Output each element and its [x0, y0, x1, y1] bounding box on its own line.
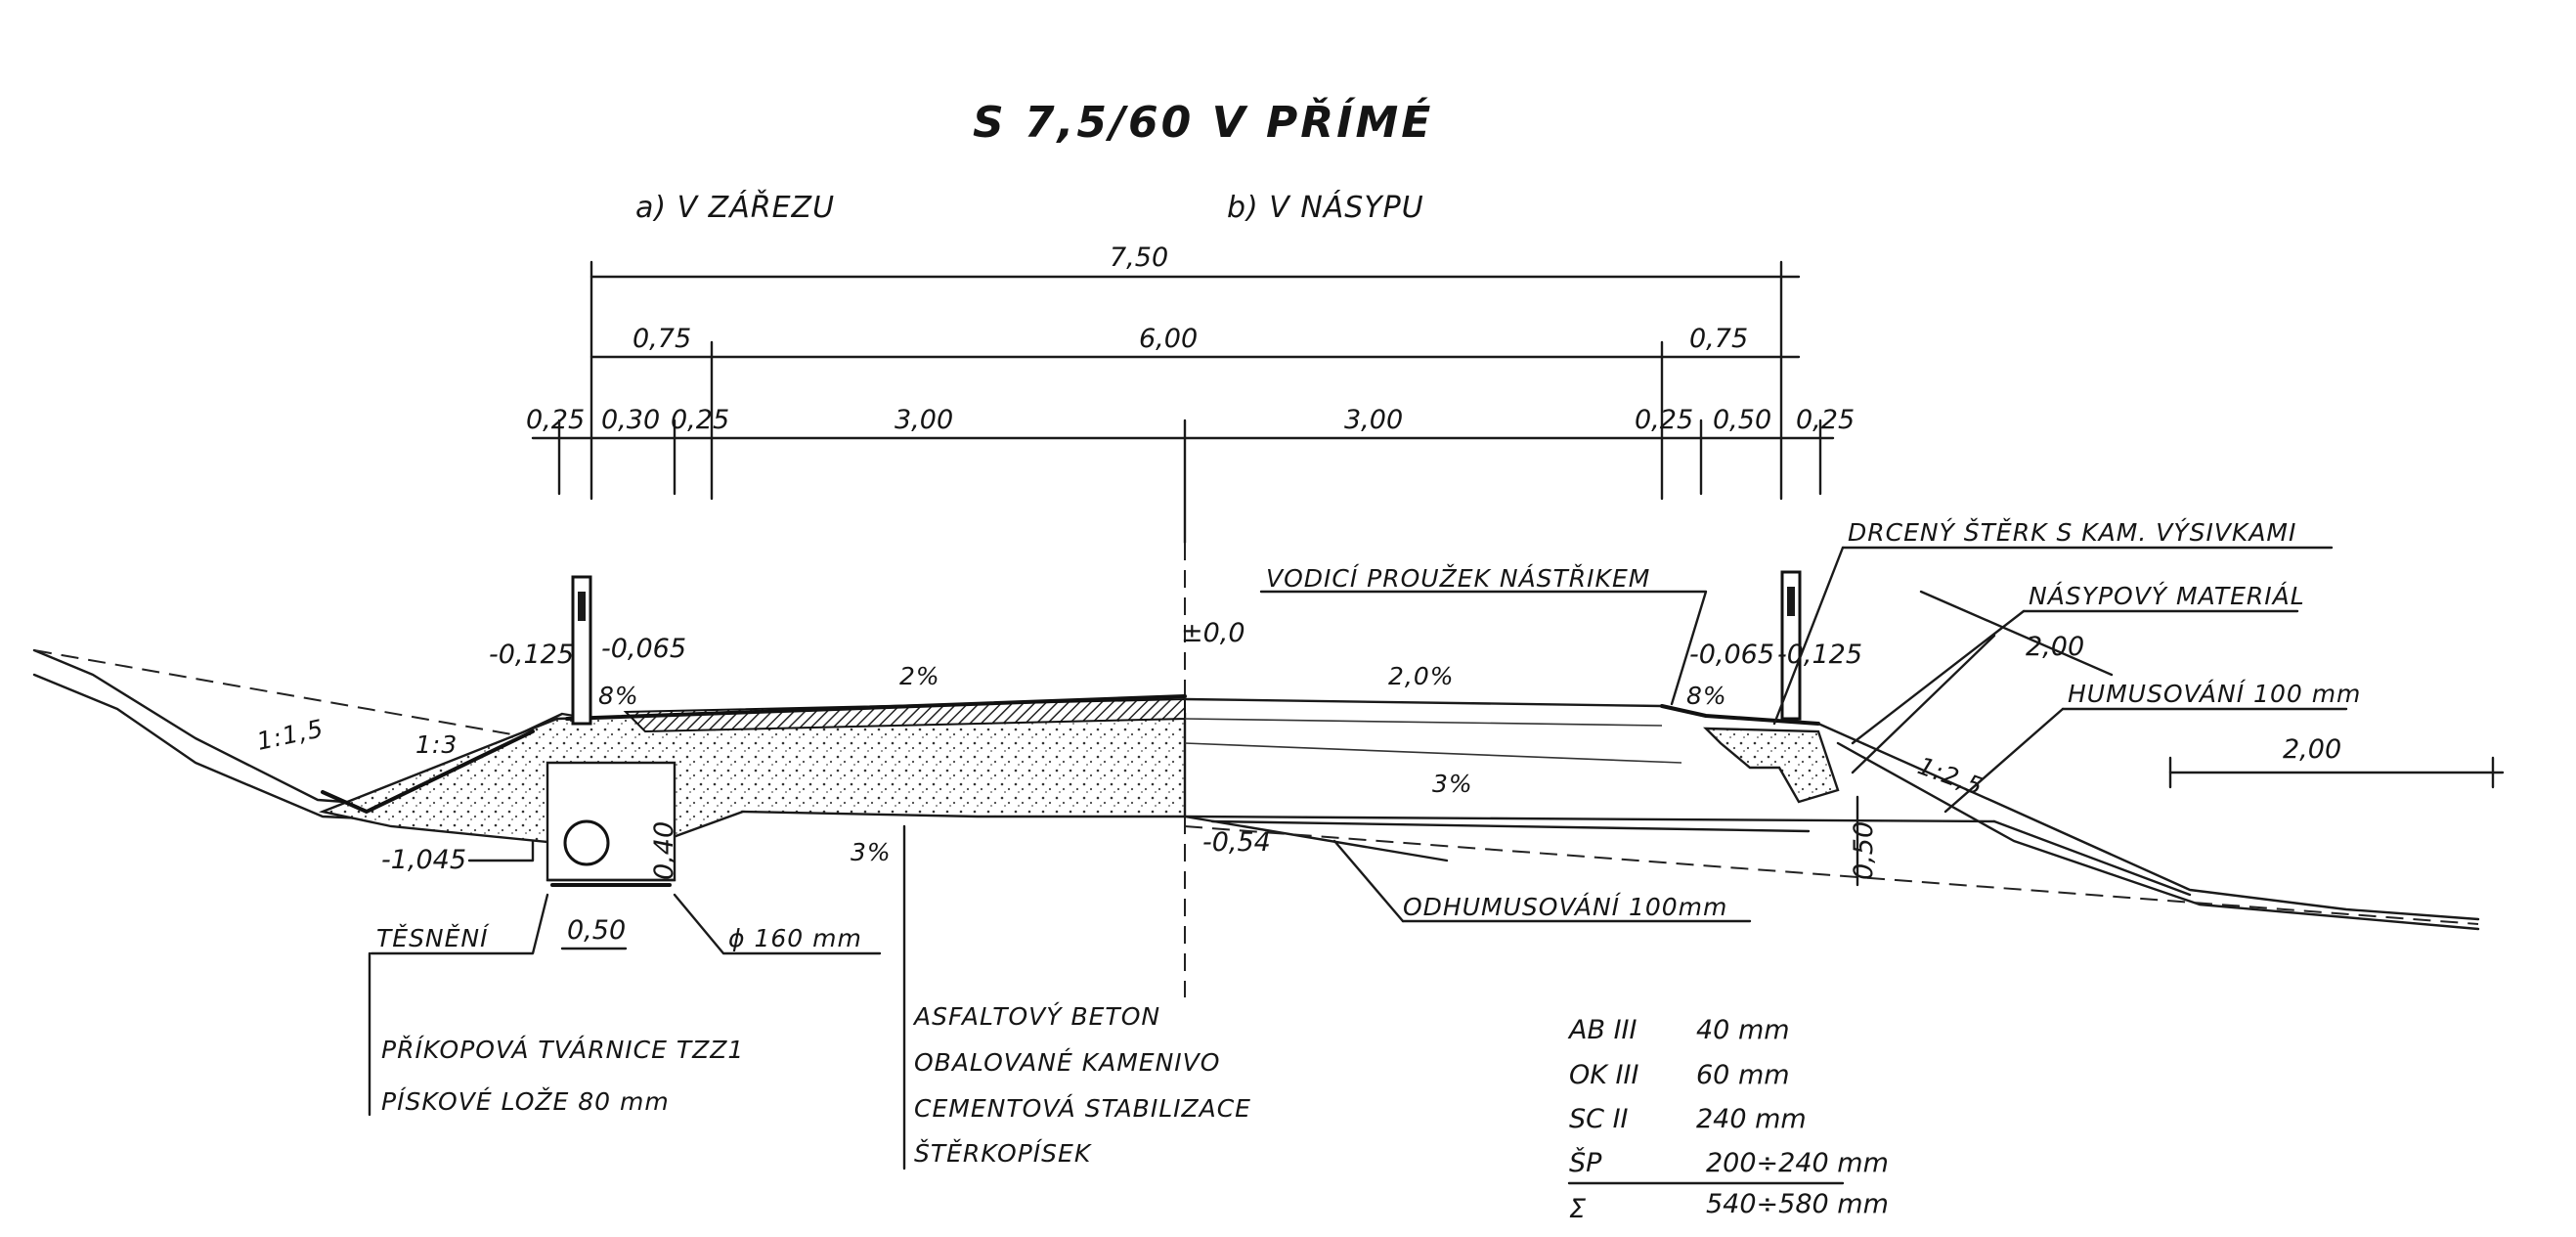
dim-lane-right: 3,00	[1344, 405, 1403, 435]
subtitle-fill: b) V NÁSYPU	[1227, 190, 1424, 225]
level-right-edge: -0,125	[1777, 640, 1862, 670]
label-fill-material: NÁSYPOVÝ MATERIÁL	[2029, 582, 2305, 610]
dim-d2: 0,30	[601, 405, 660, 435]
delineator-right	[1780, 570, 1802, 721]
dim-d3: 0,25	[671, 405, 729, 435]
dim-d5: 0,50	[1713, 405, 1771, 435]
dimension-chains: 7,50 0,75 6,00 0,75 0,25 0,30 0,25 3,00 …	[526, 243, 1855, 997]
level-left-edge: -0,125	[489, 640, 574, 670]
label-topsoil: HUMUSOVÁNÍ 100 mm	[2068, 680, 2361, 708]
level-right-shoulder: -0,065	[1689, 640, 1774, 670]
slope-carriageway-right: 2,0%	[1388, 662, 1455, 690]
dim-lane-left: 3,00	[895, 405, 953, 435]
layer-thick-sum: 540÷580 mm	[1706, 1189, 1889, 1219]
cut-section: 1:1,5 1:3 8% 2% 3% -0,125 -0,065 -1,045 …	[32, 575, 1251, 1171]
label-pipe: ϕ 160 mm	[728, 924, 862, 952]
label-sand-bed: PÍSKOVÉ LOŽE 80 mm	[381, 1087, 670, 1116]
slope-carriageway-left: 2%	[899, 662, 940, 690]
dim-total: 7,50	[1110, 243, 1168, 273]
slope-ditch: 1:1,5	[254, 714, 327, 756]
slope-cut: 1:3	[415, 730, 458, 759]
slope-fill: 1:2,5	[1914, 751, 1987, 801]
label-sealing: TĚSNĚNÍ	[376, 924, 490, 952]
label-layer-cement: CEMENTOVÁ STABILIZACE	[914, 1094, 1251, 1123]
dim-berm: 2,00	[2283, 734, 2341, 765]
slope-subgrade-left: 3%	[851, 838, 892, 866]
dim-right-shoulder: 0,75	[1689, 324, 1748, 354]
layer-thick-4: 200÷240 mm	[1706, 1148, 1889, 1178]
delineator-left	[571, 575, 592, 726]
label-topsoil-removal: ODHUMUSOVÁNÍ 100mm	[1403, 893, 1727, 921]
slope-shoulder-right: 8%	[1686, 682, 1727, 710]
level-axis: ±0,0	[1181, 618, 1245, 648]
dim-pipe-depth: 0,40	[649, 821, 679, 880]
dim-d6: 0,25	[1796, 405, 1855, 435]
dim-d1: 0,25	[526, 405, 585, 435]
label-ditch-block: PŘÍKOPOVÁ TVÁRNICE TZZ1	[381, 1036, 744, 1064]
dim-channel-width: 0,50	[567, 915, 626, 946]
fill-section: 2,0% 8% 3% 1:2,5 ±0,0 -0,065 -0,125 -0,5…	[1181, 517, 2505, 931]
layer-code-4: ŠP	[1569, 1147, 1602, 1178]
shoulder-gravel-right	[1703, 727, 1840, 804]
dim-left-shoulder: 0,75	[633, 324, 691, 354]
label-layer-gravelsand: ŠTĚRKOPÍSEK	[914, 1138, 1093, 1168]
level-ditch: -1,045	[381, 845, 466, 875]
layer-code-2: OK III	[1569, 1060, 1638, 1090]
layer-code-sum: Σ	[1569, 1194, 1586, 1224]
drain-pipe	[563, 819, 610, 866]
subtitle-cut: a) V ZÁŘEZU	[635, 190, 835, 225]
layer-thick-2: 60 mm	[1696, 1060, 1790, 1090]
label-layer-coated: OBALOVANÉ KAMENIVO	[914, 1048, 1220, 1077]
level-subgrade: -0,54	[1202, 827, 1271, 858]
drawing-title: S 7,5/60 V PŘÍMÉ	[973, 96, 1433, 148]
dim-d4: 0,25	[1635, 405, 1693, 435]
dim-fill-depth: 0,50	[1849, 821, 1879, 880]
dim-berm-top: 2,00	[2026, 632, 2084, 662]
layer-table: AB III 40 mm OK III 60 mm SC II 240 mm Š…	[1567, 1015, 1889, 1224]
layer-thick-1: 40 mm	[1696, 1015, 1790, 1045]
level-left-shoulder: -0,065	[601, 634, 686, 664]
label-gravel: DRCENÝ ŠTĚRK S KAM. VÝSIVKAMI	[1848, 517, 2296, 547]
slope-subgrade-right: 3%	[1432, 770, 1473, 798]
layer-code-3: SC II	[1569, 1104, 1629, 1134]
layer-code-1: AB III	[1567, 1015, 1637, 1045]
dim-carriageway: 6,00	[1139, 324, 1198, 354]
label-layer-asphalt: ASFALTOVÝ BETON	[912, 1002, 1160, 1031]
layer-thick-3: 240 mm	[1696, 1104, 1807, 1134]
slope-shoulder-left: 8%	[598, 682, 639, 710]
label-guide-strip: VODICÍ PROUŽEK NÁSTŘIKEM	[1266, 564, 1650, 593]
